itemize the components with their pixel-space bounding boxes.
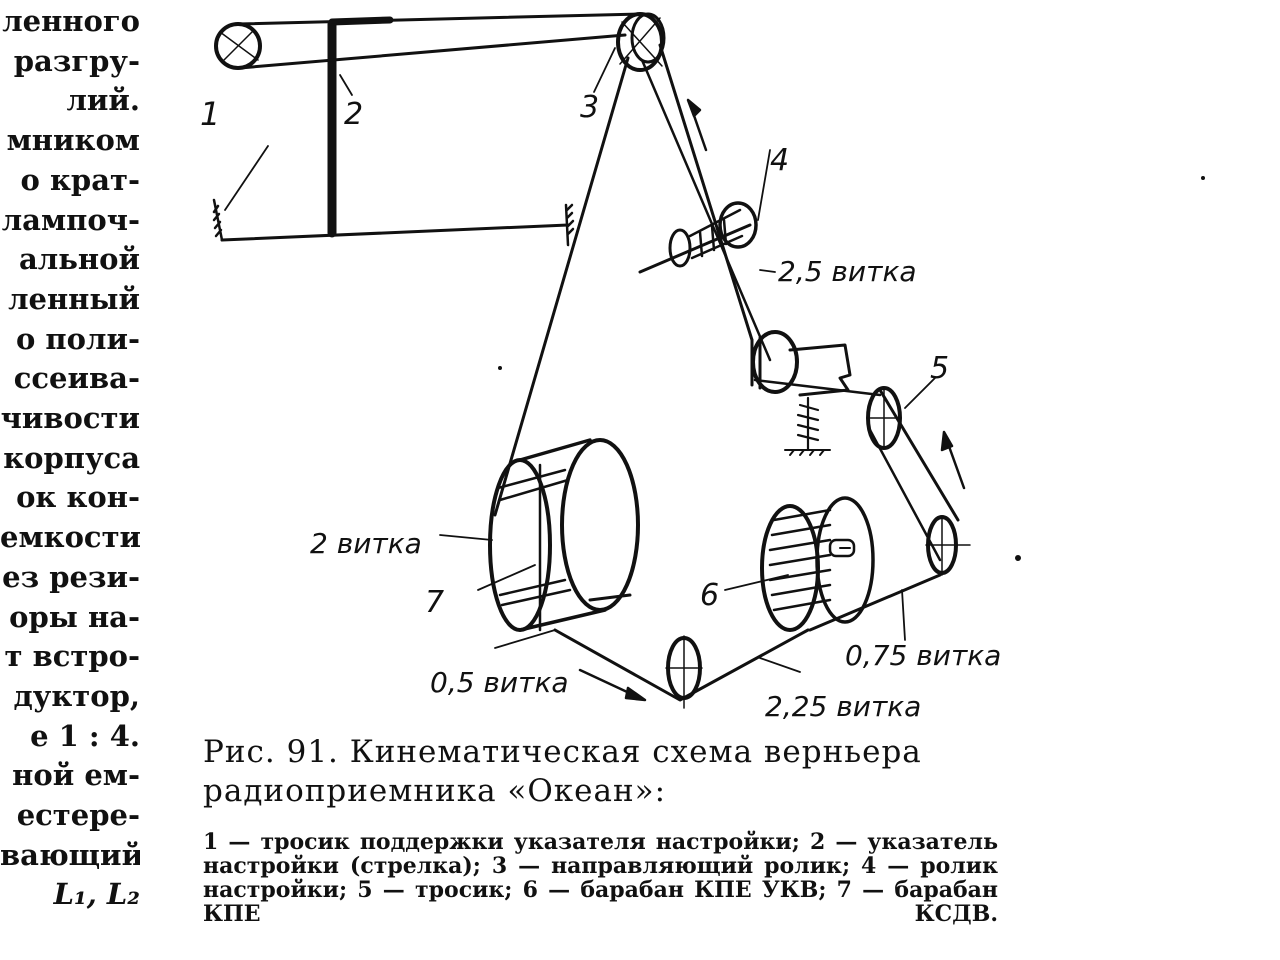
- cord-pulley-upper: [866, 377, 936, 450]
- drum-ksdv: [439, 438, 640, 649]
- text-line: ез рези-: [2, 559, 140, 594]
- drive-cord: [493, 43, 960, 702]
- text-line: о поли-: [15, 321, 140, 356]
- text-line: мником: [6, 123, 140, 158]
- dot-mark: [1015, 555, 1021, 561]
- figure-caption-legend: 1 — тросик поддержки указателя настройки…: [203, 829, 998, 927]
- guide-pulley: [593, 12, 666, 93]
- text-line: о крат-: [20, 162, 140, 197]
- label-2-turns: 2 витка: [310, 527, 422, 560]
- text-line: емкости: [0, 520, 140, 555]
- label-5: 5: [930, 351, 949, 386]
- text-line: дуктор,: [13, 678, 140, 713]
- text-line: т встро-: [4, 639, 141, 674]
- text-line: ленного: [2, 4, 140, 38]
- text-line: альной: [19, 242, 140, 277]
- text-line: ссеива-: [13, 361, 140, 396]
- text-line: корпуса: [3, 440, 140, 475]
- label-0-75-turns: 0,75 витка: [845, 639, 1001, 672]
- label-2: 2: [344, 97, 363, 132]
- text-line: L₁, L₂: [53, 877, 140, 912]
- label-2-25-turns: 2,25 витка: [765, 690, 921, 723]
- text-line: ной ем-: [12, 758, 140, 793]
- label-7: 7: [425, 585, 444, 620]
- text-line: лампоч-: [1, 202, 140, 237]
- text-line: лий.: [66, 83, 140, 118]
- pulley-top-left: [214, 12, 642, 70]
- drum-ukv: [724, 496, 906, 673]
- text-line: вающий: [0, 837, 140, 872]
- text-line: ок кон-: [16, 480, 140, 515]
- dot-mark: [498, 366, 502, 370]
- adjacent-column-text: ленного разгру- лий. мником о крат- ламп…: [0, 2, 140, 915]
- pulley-bottom: [665, 635, 703, 709]
- text-line: естере-: [16, 798, 140, 833]
- text-line: е 1 : 4.: [30, 718, 140, 753]
- label-1: 1: [200, 95, 220, 133]
- dot-mark: [1201, 176, 1205, 180]
- text-line: чивости: [0, 401, 140, 436]
- label-4: 4: [770, 143, 789, 178]
- text-line: оры на-: [9, 599, 140, 634]
- motion-arrows: [578, 98, 966, 702]
- label-0-5-turns: 0,5 витка: [430, 666, 569, 699]
- tension-lever: [750, 330, 852, 456]
- tuning-roller: [638, 149, 776, 274]
- label-3: 3: [580, 90, 599, 125]
- figure-caption-title: Рис. 91. Кинематическая схема верньера р…: [203, 734, 922, 809]
- label-2-5-turns: 2,5 витка: [778, 255, 917, 288]
- text-line: разгру-: [13, 43, 140, 78]
- figure-labels: 1 2 3 4 5 6 7 2,5 витка 2 витка 0,5 витк…: [200, 90, 1001, 723]
- label-6: 6: [700, 578, 719, 613]
- text-line: ленный: [8, 281, 140, 316]
- cord-pulley-right: [925, 515, 971, 576]
